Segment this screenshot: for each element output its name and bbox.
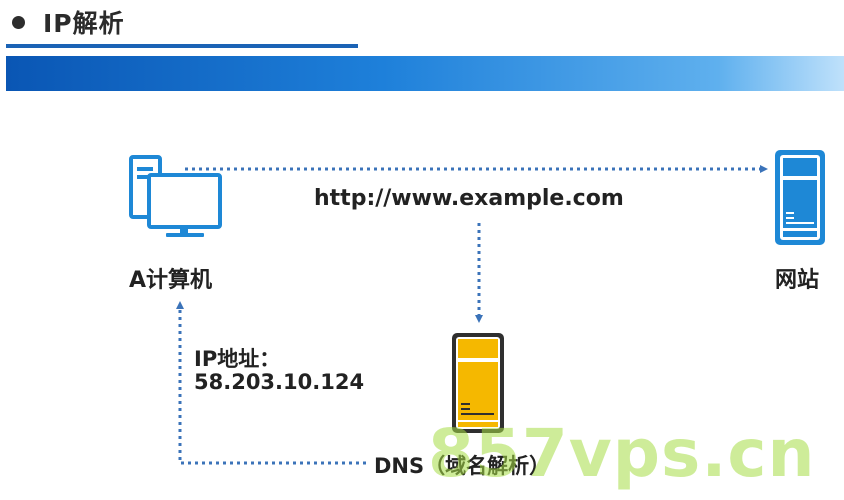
ip-address-label: IP地址：	[194, 347, 281, 371]
page-title: IP解析	[43, 9, 125, 38]
url-label: http://www.example.com	[314, 186, 624, 211]
website-server-icon	[775, 150, 825, 245]
header-banner	[6, 56, 844, 91]
desktop-computer-icon	[129, 155, 222, 237]
dns-server-icon	[452, 333, 504, 433]
dns-label: DNS（域名解析）	[374, 454, 551, 478]
computer-label: A计算机	[129, 268, 213, 293]
bullet-icon	[12, 15, 25, 29]
website-label: 网站	[775, 268, 820, 293]
watermark: 857vps.cn	[428, 415, 816, 492]
slide-title: IP解析	[12, 4, 125, 40]
ip-address-value: 58.203.10.124	[194, 370, 365, 394]
title-underline	[6, 44, 358, 48]
